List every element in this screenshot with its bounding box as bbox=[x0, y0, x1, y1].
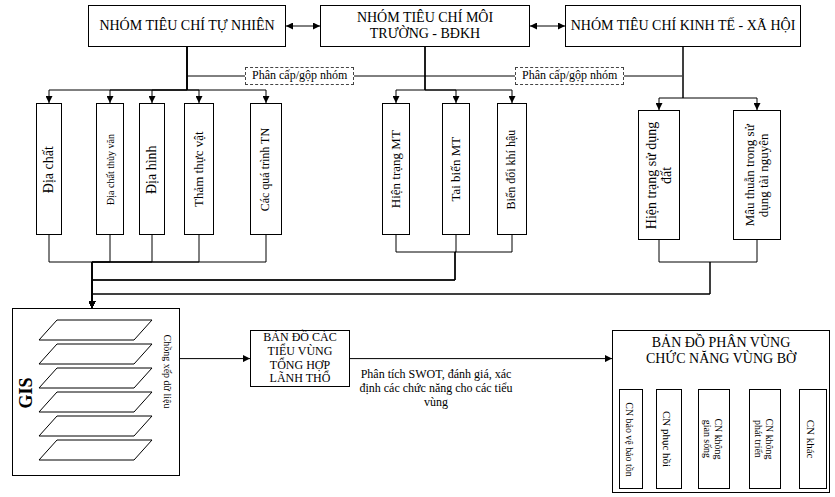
group-box: NHÓM TIÊU CHÍ KINH TẾ - XÃ HỘI bbox=[565, 5, 801, 47]
connector-arrow bbox=[92, 235, 266, 308]
function-box: CN không phát triển bbox=[749, 389, 781, 489]
box-label: NHÓM TIÊU CHÍ MÔI TRƯỜNG - BĐKH bbox=[321, 10, 529, 42]
connector-arrow bbox=[92, 235, 455, 308]
connector-arrow bbox=[92, 235, 199, 308]
function-box: CN phục hồi bbox=[656, 389, 682, 489]
box-label: Các quá trình TN bbox=[259, 108, 272, 230]
connector-arrow bbox=[425, 47, 512, 103]
box-label: Tai biến MT bbox=[449, 108, 463, 230]
connector-arrow bbox=[659, 47, 683, 110]
connector-arrow bbox=[92, 235, 110, 308]
data-layer bbox=[39, 344, 152, 364]
group-box: NHÓM TIÊU CHÍ MÔI TRƯỜNG - BĐKH bbox=[320, 5, 530, 47]
connector-arrow bbox=[350, 358, 612, 359]
box-label: CN không gian sống bbox=[701, 394, 727, 484]
box-label: Thảm thực vật bbox=[192, 108, 206, 230]
connector-arrow bbox=[49, 47, 187, 103]
function-box: CN khác bbox=[799, 389, 827, 489]
connector-arrow bbox=[683, 47, 757, 110]
connector-arrow bbox=[92, 235, 152, 308]
zoning-map-box: BẢN ĐỒ PHÂN VÙNG CHỨC NĂNG VÙNG BỜ CN bảo… bbox=[612, 330, 830, 493]
connector-arrow bbox=[180, 358, 250, 359]
box-label: GIS bbox=[17, 358, 37, 428]
box-label: CN phục hồi bbox=[661, 394, 677, 484]
connector-arrow bbox=[49, 235, 92, 308]
data-layer bbox=[39, 392, 152, 412]
box-label: Địa hình bbox=[144, 108, 159, 230]
box-label: Mâu thuẫn trong sử dụng tài nguyên bbox=[743, 115, 772, 235]
box-label: CN bảo vệ bảo tồn bbox=[624, 394, 639, 484]
connector-arrow bbox=[92, 235, 512, 308]
box-label: Địa chất bbox=[41, 108, 56, 230]
grouping-note: Phân cấp/gộp nhóm bbox=[245, 67, 354, 85]
connector-arrow bbox=[110, 47, 187, 103]
box-label: Chồng xếp dữ liệu bbox=[162, 317, 173, 425]
box-label: Phân cấp/gộp nhóm bbox=[252, 69, 347, 83]
connector-arrow bbox=[187, 47, 199, 103]
connector-arrow bbox=[530, 26, 565, 27]
box-label: NHÓM TIÊU CHÍ KINH TẾ - XÃ HỘI bbox=[566, 18, 800, 34]
criterion-box: Hiện trạng MT bbox=[382, 103, 410, 235]
function-box: CN bảo vệ bảo tồn bbox=[619, 389, 643, 489]
grouping-note: Phân cấp/gộp nhóm bbox=[515, 67, 624, 85]
box-label: Địa chất thủy văn bbox=[105, 108, 116, 230]
criterion-box: Các quá trình TN bbox=[250, 103, 282, 235]
box-label: Biến đổi khí hậu bbox=[505, 108, 518, 230]
edge-label: Phân tích SWOT, đánh giá, xác định các c… bbox=[358, 367, 514, 410]
box-label: BẢN ĐỒ PHÂN VÙNG CHỨC NĂNG VÙNG BỜ bbox=[613, 331, 829, 367]
connector-arrow bbox=[92, 240, 710, 308]
box-label: CN khác bbox=[805, 394, 821, 484]
box-label: Hiện trạng sử dụng đất bbox=[644, 115, 675, 235]
connector-arrow bbox=[92, 240, 757, 308]
box-label: Phân cấp/gộp nhóm bbox=[522, 69, 617, 83]
connector-arrow bbox=[425, 47, 456, 103]
function-box: CN không gian sống bbox=[698, 389, 730, 489]
criterion-box: Biến đổi khí hậu bbox=[497, 103, 527, 235]
gis-box: GIS Chồng xếp dữ liệu bbox=[12, 308, 180, 476]
criterion-box: Mâu thuẫn trong sử dụng tài nguyên bbox=[733, 110, 781, 240]
data-layer bbox=[39, 440, 152, 460]
connector-arrow bbox=[92, 235, 456, 308]
box-label: BẢN ĐỒ CÁC TIỂU VÙNG TỔNG HỢP LÃNH THỔ bbox=[251, 331, 349, 386]
box-label: Hiện trạng MT bbox=[389, 108, 403, 230]
connector-arrow bbox=[152, 47, 187, 103]
criterion-box: Địa hình bbox=[139, 103, 165, 235]
connector-arrow bbox=[286, 26, 320, 27]
criterion-box: Thảm thực vật bbox=[184, 103, 214, 235]
map-box: BẢN ĐỒ CÁC TIỂU VÙNG TỔNG HỢP LÃNH THỔ bbox=[250, 330, 350, 387]
criterion-box: Địa chất thủy văn bbox=[96, 103, 124, 235]
data-layer bbox=[39, 368, 152, 388]
layer-stack bbox=[12, 308, 180, 476]
box-label: CN không phát triển bbox=[752, 394, 778, 484]
criterion-box: Hiện trạng sử dụng đất bbox=[638, 110, 680, 240]
criterion-box: Tai biến MT bbox=[442, 103, 470, 235]
criterion-box: Địa chất bbox=[36, 103, 62, 235]
data-layer bbox=[39, 320, 152, 340]
data-layer bbox=[39, 416, 152, 436]
group-box: NHÓM TIÊU CHÍ TỰ NHIÊN bbox=[88, 5, 286, 47]
box-label: NHÓM TIÊU CHÍ TỰ NHIÊN bbox=[89, 18, 285, 34]
connector-arrow bbox=[396, 47, 425, 103]
